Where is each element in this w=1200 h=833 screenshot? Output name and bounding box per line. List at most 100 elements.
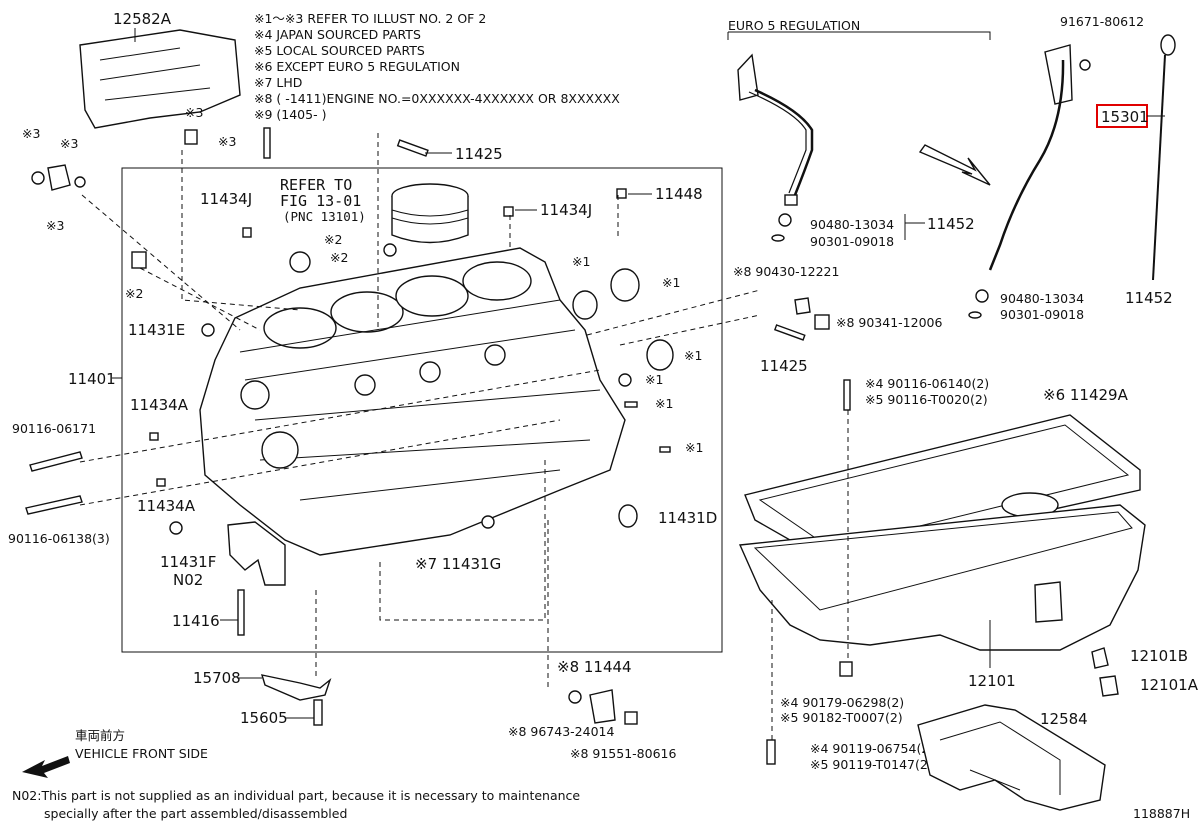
label-11434A-top[interactable]: 11434A [130,396,189,414]
vehicle-front-jp: 車両前方 [75,728,125,743]
label-11429A[interactable]: ※6 11429A [1043,386,1129,404]
cap-1[interactable] [572,290,598,320]
lower-oil-pan[interactable] [738,504,1146,651]
right-leaders [771,410,849,740]
label-91671[interactable]: 91671-80612 [1060,14,1144,29]
mark-1d: ※1 [645,372,663,387]
mark-3e: ※3 [218,134,236,149]
guide-bracket-a[interactable] [737,53,759,101]
mark-1e: ※1 [655,396,673,411]
plug-12101A[interactable] [1099,675,1119,697]
mark-1b: ※1 [662,275,680,290]
block-frame [121,167,723,653]
label-11448[interactable]: 11448 [655,185,703,203]
label-15605[interactable]: 15605 [240,709,288,727]
baffle-12584[interactable] [917,704,1106,811]
label-11434J-mid[interactable]: 11434J [540,201,592,219]
part-15708[interactable] [260,674,332,701]
sensor-11444[interactable] [589,689,616,724]
label-90182[interactable]: ※5 90182-T0007(2) [780,710,903,725]
label-11425-right[interactable]: 11425 [760,357,808,375]
plug-1[interactable] [289,251,311,273]
label-90480-a[interactable]: 90480-13034 [810,217,894,232]
label-11452-a[interactable]: 11452 [927,215,975,233]
mark-3a: ※3 [22,126,40,141]
label-90301-b[interactable]: 90301-09018 [1000,307,1084,322]
label-90430[interactable]: ※8 90430-12221 [733,264,839,279]
label-96743[interactable]: ※8 96743-24014 [508,724,614,739]
label-11431G[interactable]: ※7 11431G [415,555,501,573]
label-11416[interactable]: 11416 [172,612,220,630]
mark-2b: ※2 [330,250,348,265]
cap-3[interactable] [646,339,674,371]
label-90116-06138[interactable]: 90116-06138(3) [8,531,110,546]
bolt-90119[interactable] [766,739,776,765]
label-11425-top[interactable]: 11425 [455,145,503,163]
illustration-code: 118887H [1133,806,1190,821]
direction-arrow [918,144,991,186]
plug-90341[interactable] [814,314,830,330]
bolt-11416[interactable] [237,589,245,636]
label-11434A-bottom[interactable]: 11434A [137,497,196,515]
label-90480-b[interactable]: 90480-13034 [1000,291,1084,306]
footer-note-1: N02:This part is not supplied as an indi… [12,788,580,803]
label-90116-T0020[interactable]: ※5 90116-T0020(2) [865,392,988,407]
mark-3b: ※3 [60,136,78,151]
label-11452-b[interactable]: 11452 [1125,289,1173,307]
label-90119-T0147[interactable]: ※5 90119-T0147(22) [810,757,941,772]
front-arrow-icon [22,756,70,778]
label-n02[interactable]: N02 [173,571,203,589]
label-90301-a[interactable]: 90301-09018 [810,234,894,249]
note-8: ※8 ( -1411)ENGINE NO.=0XXXXXX-4XXXXXX OR… [254,91,620,106]
stud-11425-right[interactable] [773,324,806,341]
legend-notes: ※1〜※3 REFER TO ILLUST NO. 2 OF 2 ※4 JAPA… [254,11,620,122]
label-12582A[interactable]: 12582A [113,10,172,28]
heat-insulator[interactable] [79,29,241,129]
dipstick-handle[interactable] [1160,34,1176,56]
gasket-12101B[interactable] [1091,647,1109,669]
label-11431E[interactable]: 11431E [128,321,185,339]
mark-1c: ※1 [684,348,702,363]
stud-90116-06138[interactable] [25,495,83,515]
euro5-label: EURO 5 REGULATION [728,18,860,33]
bolt-15605[interactable] [313,699,323,726]
bolt-90179[interactable] [839,661,853,677]
refer-line2: FIG 13-01 [280,192,361,210]
label-11431F[interactable]: 11431F [160,553,216,571]
bracket-n02[interactable] [227,521,286,586]
label-12101A[interactable]: 12101A [1140,676,1199,694]
vehicle-front-en: VEHICLE FRONT SIDE [75,746,208,761]
label-15708[interactable]: 15708 [193,669,241,687]
note-4: ※4 JAPAN SOURCED PARTS [254,27,421,42]
plug-2[interactable] [383,243,397,257]
guide-bracket-b[interactable] [1044,44,1073,105]
label-90341[interactable]: ※8 90341-12006 [836,315,942,330]
stud-90116-06171[interactable] [29,451,83,472]
note-1: ※1〜※3 REFER TO ILLUST NO. 2 OF 2 [254,11,486,26]
label-12584[interactable]: 12584 [1040,710,1088,728]
stud-11425-top[interactable] [396,139,429,157]
label-90116-06140[interactable]: ※4 90116-06140(2) [865,376,989,391]
label-15301[interactable]: 15301 [1101,108,1149,126]
label-90179[interactable]: ※4 90179-06298(2) [780,695,904,710]
label-11431D[interactable]: 11431D [658,509,717,527]
stud-90116-06140[interactable] [843,379,851,411]
mark-2a: ※2 [324,232,342,247]
label-90116-06171[interactable]: 90116-06171 [12,421,96,436]
note-6: ※6 EXCEPT EURO 5 REGULATION [254,59,460,74]
label-90119-06754[interactable]: ※4 90119-06754(22) [810,741,942,756]
cylinder-block[interactable] [199,247,626,556]
gasket-90430[interactable] [794,297,811,315]
label-11444[interactable]: ※8 11444 [557,658,632,676]
label-11434J-left[interactable]: 11434J [200,190,252,208]
cap-2[interactable] [610,268,640,302]
label-12101B[interactable]: 12101B [1130,647,1188,665]
mark-1f: ※1 [685,440,703,455]
label-91551[interactable]: ※8 91551-80616 [570,746,676,761]
label-12101[interactable]: 12101 [968,672,1016,690]
label-11401[interactable]: 11401 [68,370,116,388]
fitting-left-group[interactable] [31,164,86,191]
piston[interactable] [391,183,469,244]
